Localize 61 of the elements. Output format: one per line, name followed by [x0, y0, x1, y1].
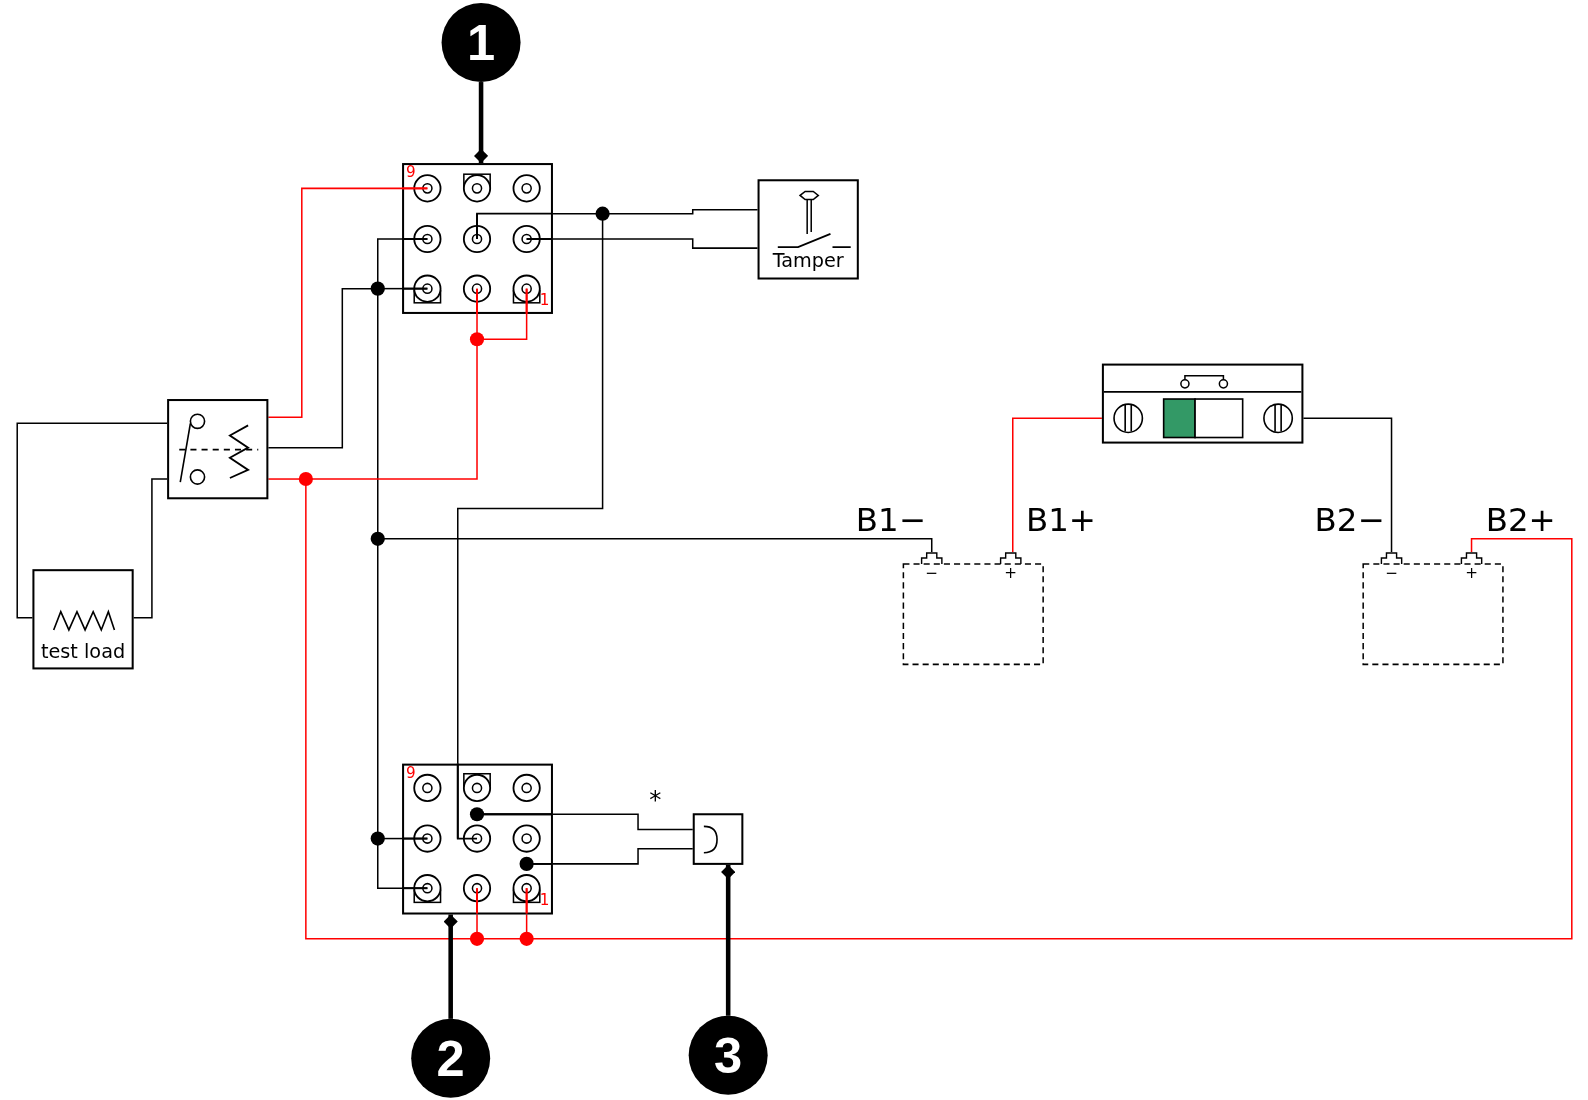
wire — [1302, 417, 1393, 553]
wire — [552, 847, 694, 865]
callout-number: 1 — [441, 3, 521, 83]
wire — [457, 219, 604, 765]
component-label: test load — [39, 642, 127, 662]
terminal-label: B1− — [855, 503, 926, 536]
wire — [531, 538, 1573, 940]
wire — [552, 212, 598, 215]
wire — [476, 913, 478, 934]
terminal-number: 9 — [406, 165, 416, 181]
wire — [383, 538, 933, 553]
leader-line — [443, 914, 458, 1019]
callout-number: 3 — [688, 1015, 768, 1095]
terminal-label: B2+ — [1485, 503, 1556, 536]
wire — [1012, 417, 1103, 553]
polarity-sign: + — [1003, 566, 1019, 582]
wire — [267, 187, 403, 418]
tamper-switch-box — [757, 179, 859, 280]
wire — [377, 293, 379, 534]
wire — [552, 813, 694, 831]
sensor-box — [692, 813, 744, 865]
relay-box — [167, 399, 269, 500]
test-load-box — [32, 569, 134, 670]
terminal-number: 1 — [539, 292, 550, 308]
wire — [525, 913, 528, 934]
wire — [377, 238, 403, 284]
wire — [383, 287, 403, 290]
polarity-sign: − — [924, 566, 940, 582]
wire — [383, 837, 403, 840]
wire — [377, 544, 379, 834]
junction-dot — [370, 531, 385, 546]
wire — [607, 208, 759, 215]
terminal-label: B1+ — [1025, 503, 1096, 536]
junction-dot — [370, 281, 385, 296]
wire — [16, 422, 168, 619]
wire — [552, 238, 759, 249]
wire — [305, 484, 472, 940]
terminal-number: 1 — [539, 893, 550, 909]
junction-dot — [298, 471, 313, 487]
junction-dot — [370, 831, 385, 846]
wire — [482, 313, 528, 341]
junction-dot — [595, 206, 610, 221]
wire — [132, 478, 168, 619]
wire — [267, 287, 373, 449]
polarity-sign: + — [1464, 566, 1479, 582]
wire — [267, 478, 301, 480]
terminal-number: 9 — [406, 765, 416, 781]
leader-line — [473, 82, 489, 164]
component-label: Tamper — [771, 251, 845, 271]
junction-dot — [519, 931, 534, 946]
callout-number: 2 — [411, 1018, 491, 1098]
junction-dot — [469, 332, 485, 347]
wire — [482, 938, 522, 940]
wire — [476, 313, 478, 334]
wire — [377, 843, 403, 889]
footnote-mark: * — [649, 787, 662, 813]
terminal-label: B2− — [1314, 503, 1385, 536]
junction-dot — [469, 931, 485, 946]
polarity-sign: − — [1384, 566, 1399, 582]
wire — [311, 344, 478, 480]
leader-line — [721, 864, 736, 1016]
